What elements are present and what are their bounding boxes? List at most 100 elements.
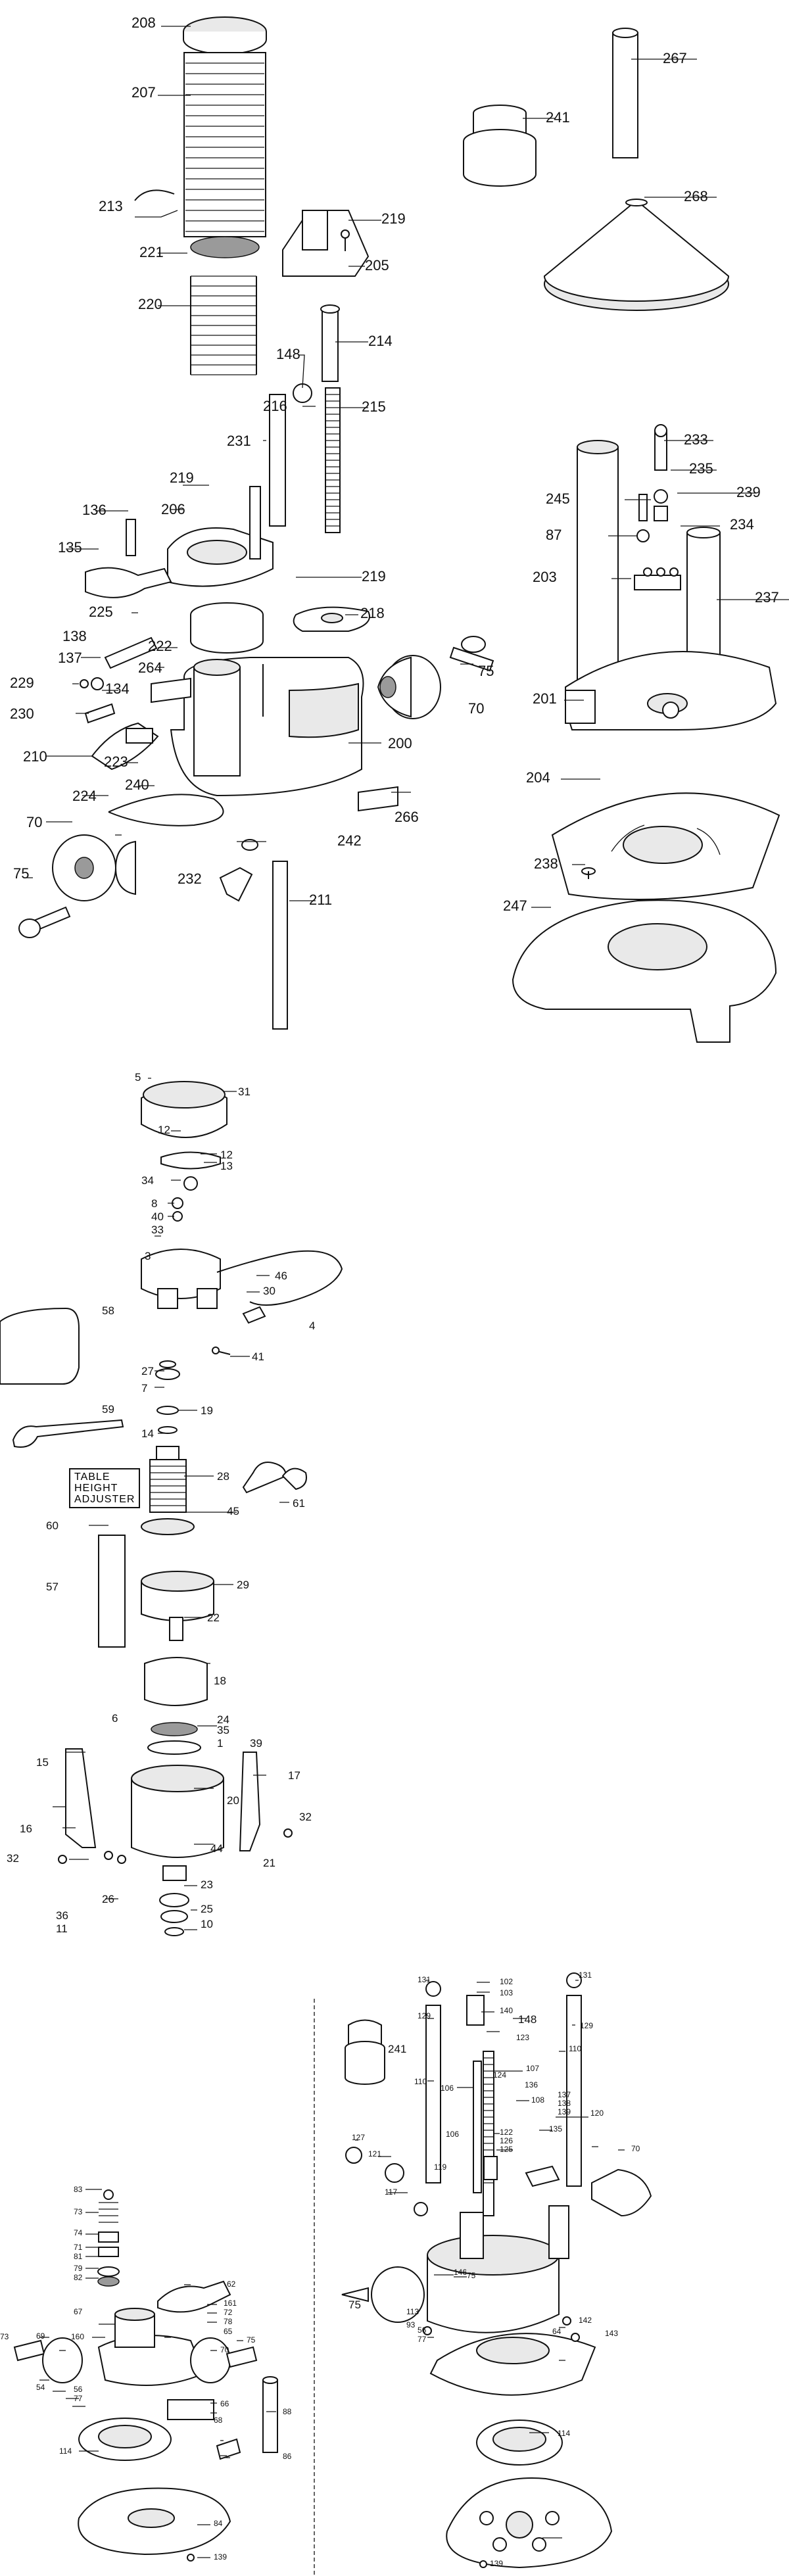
middle-motor-assembly — [0, 1078, 343, 1936]
lower-left-assembly — [13, 2189, 278, 2562]
callout-label: 125 — [500, 2145, 514, 2154]
callout-label: 60 — [46, 1519, 59, 1532]
callout-label: 139 — [214, 2552, 227, 2562]
callout-label: 224 — [72, 788, 97, 804]
callout-label: 113 — [406, 2307, 419, 2316]
callout-label: 221 — [139, 244, 164, 260]
callout-label: 70 — [631, 2144, 640, 2153]
callout-label: 110 — [569, 2044, 582, 2053]
callout-label: 232 — [178, 871, 202, 887]
callout-label: 268 — [684, 188, 708, 204]
callout-label: 126 — [500, 2136, 514, 2145]
callout-label: 120 — [590, 2109, 604, 2118]
callout-label: 44 — [210, 1842, 223, 1855]
callout-label: 139 — [558, 2107, 571, 2116]
callout-label: 72 — [224, 2308, 233, 2317]
upper-left-assembly — [18, 16, 494, 1030]
callout-label: 216 — [263, 398, 287, 414]
callout-label: 220 — [138, 296, 162, 312]
callout-label: 110 — [414, 2077, 427, 2086]
callout-label: 28 — [217, 1470, 229, 1483]
callout-label: 27 — [141, 1365, 154, 1377]
callout-label: 200 — [388, 735, 412, 751]
callout-label: 75 — [348, 2299, 361, 2311]
callout-label: 22 — [207, 1611, 220, 1624]
callout-label: 233 — [684, 431, 708, 448]
callout-label: 134 — [105, 680, 130, 697]
callout-label: 71 — [74, 2243, 83, 2252]
callout-label: 54 — [36, 2383, 45, 2392]
callout-label: 247 — [503, 897, 527, 914]
box-line: HEIGHT — [74, 1483, 118, 1494]
callout-label: 46 — [275, 1270, 287, 1282]
callout-label: 210 — [23, 748, 47, 765]
callout-label: 31 — [238, 1085, 251, 1098]
callout-label: 1 — [217, 1737, 224, 1750]
callout-label: 218 — [360, 605, 385, 621]
callout-label: 240 — [125, 776, 149, 793]
callout-label: 65 — [224, 2327, 233, 2336]
callout-label: 264 — [138, 659, 162, 676]
callout-label: 59 — [102, 1403, 114, 1416]
callout-label: 41 — [252, 1350, 264, 1363]
callout-label: 161 — [224, 2299, 237, 2308]
callout-label: 225 — [89, 604, 113, 620]
callout-label: 29 — [237, 1579, 249, 1591]
callout-label: 122 — [500, 2128, 514, 2137]
lower-right-assembly — [314, 1972, 652, 2576]
callout-label: 77 — [74, 2394, 83, 2403]
callout-label: 121 — [368, 2149, 382, 2159]
callout-label: 108 — [531, 2095, 545, 2105]
callout-label: 131 — [579, 1970, 592, 1980]
callout-label: 56 — [74, 2385, 83, 2394]
callout-label: 208 — [132, 14, 156, 31]
callout-label: 136 — [525, 2080, 538, 2089]
callout-label: 137 — [58, 650, 82, 666]
callout-label: 12 — [158, 1124, 170, 1136]
callout-label: 219 — [381, 210, 406, 227]
box-line: ADJUSTER — [74, 1494, 135, 1505]
callout-label: 81 — [74, 2252, 83, 2261]
callout-label: 124 — [493, 2070, 507, 2080]
callout-label: 205 — [365, 257, 389, 274]
callout-label: 114 — [59, 2446, 72, 2456]
callout-label: 129 — [580, 2021, 594, 2030]
callout-label: 106 — [446, 2130, 460, 2139]
callout-label: 160 — [71, 2332, 85, 2341]
callout-label: 32 — [7, 1852, 19, 1865]
callout-label: 30 — [263, 1285, 275, 1297]
callout-label: 135 — [549, 2124, 563, 2134]
callout-label: 8 — [151, 1197, 158, 1210]
callout-label: 82 — [74, 2273, 83, 2282]
callout-label: 242 — [337, 832, 362, 849]
callout-label: 21 — [263, 1857, 275, 1869]
callout-label: 70 — [26, 814, 43, 830]
callout-label: 11 — [56, 1922, 68, 1935]
callout-label: 24 — [217, 1713, 229, 1726]
callout-label: 135 — [58, 539, 82, 556]
callout-label: 62 — [227, 2279, 236, 2289]
callout-label: 219 — [170, 469, 194, 486]
callout-label: 213 — [99, 198, 123, 214]
callout-label: 238 — [534, 855, 558, 872]
callout-label: 18 — [214, 1675, 226, 1687]
callout-label: 201 — [533, 690, 557, 707]
callout-label: 119 — [434, 2162, 447, 2172]
callout-label: 39 — [250, 1737, 262, 1750]
callout-label: 102 — [500, 1977, 514, 1986]
callout-label: 222 — [148, 638, 172, 654]
callout-label: 23 — [201, 1878, 213, 1891]
callout-label: 211 — [309, 892, 333, 908]
callout-label: 207 — [132, 84, 156, 101]
callout-label: 267 — [663, 50, 687, 66]
callout-label: 237 — [755, 589, 779, 606]
callout-label: 7 — [141, 1382, 148, 1395]
callout-label: 136 — [82, 502, 107, 518]
callout-label: 235 — [689, 460, 713, 477]
callout-label: 245 — [546, 490, 570, 507]
callout-label: 32 — [299, 1811, 312, 1823]
callout-label: 3 — [145, 1250, 151, 1262]
callout-label: 26 — [102, 1893, 114, 1905]
callout-label: 75 — [467, 2271, 476, 2280]
callout-label: 137 — [558, 2090, 571, 2099]
